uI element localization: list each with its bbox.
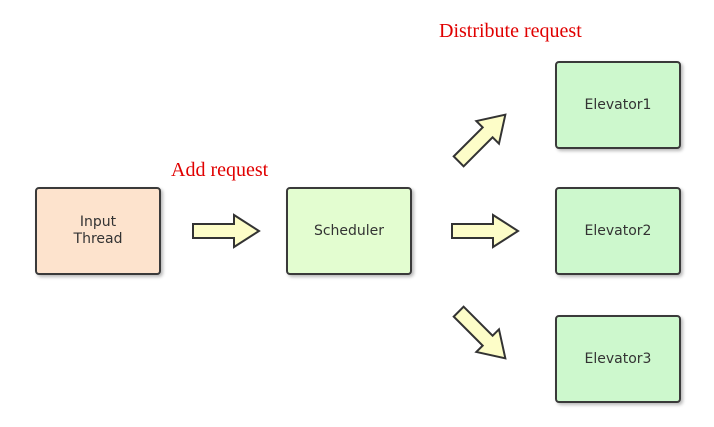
input-thread-node: Input Thread <box>35 187 161 275</box>
arrow-input-to-scheduler <box>192 213 261 249</box>
elevator1-node: Elevator1 <box>555 61 681 149</box>
input-thread-label: Input Thread <box>73 214 123 247</box>
distribute-request-label: Distribute request <box>439 20 582 42</box>
add-request-label: Add request <box>171 159 269 181</box>
arrow-scheduler-to-elevator1 <box>452 113 507 168</box>
arrow-scheduler-to-elevator3 <box>452 305 507 360</box>
elevator3-label: Elevator3 <box>584 350 652 367</box>
elevator3-node: Elevator3 <box>555 315 681 403</box>
elevator1-label: Elevator1 <box>584 96 652 113</box>
elevator2-label: Elevator2 <box>584 222 652 239</box>
arrow-scheduler-to-elevator2 <box>451 213 520 249</box>
scheduler-label: Scheduler <box>313 222 385 239</box>
scheduler-node: Scheduler <box>286 187 412 275</box>
elevator2-node: Elevator2 <box>555 187 681 275</box>
